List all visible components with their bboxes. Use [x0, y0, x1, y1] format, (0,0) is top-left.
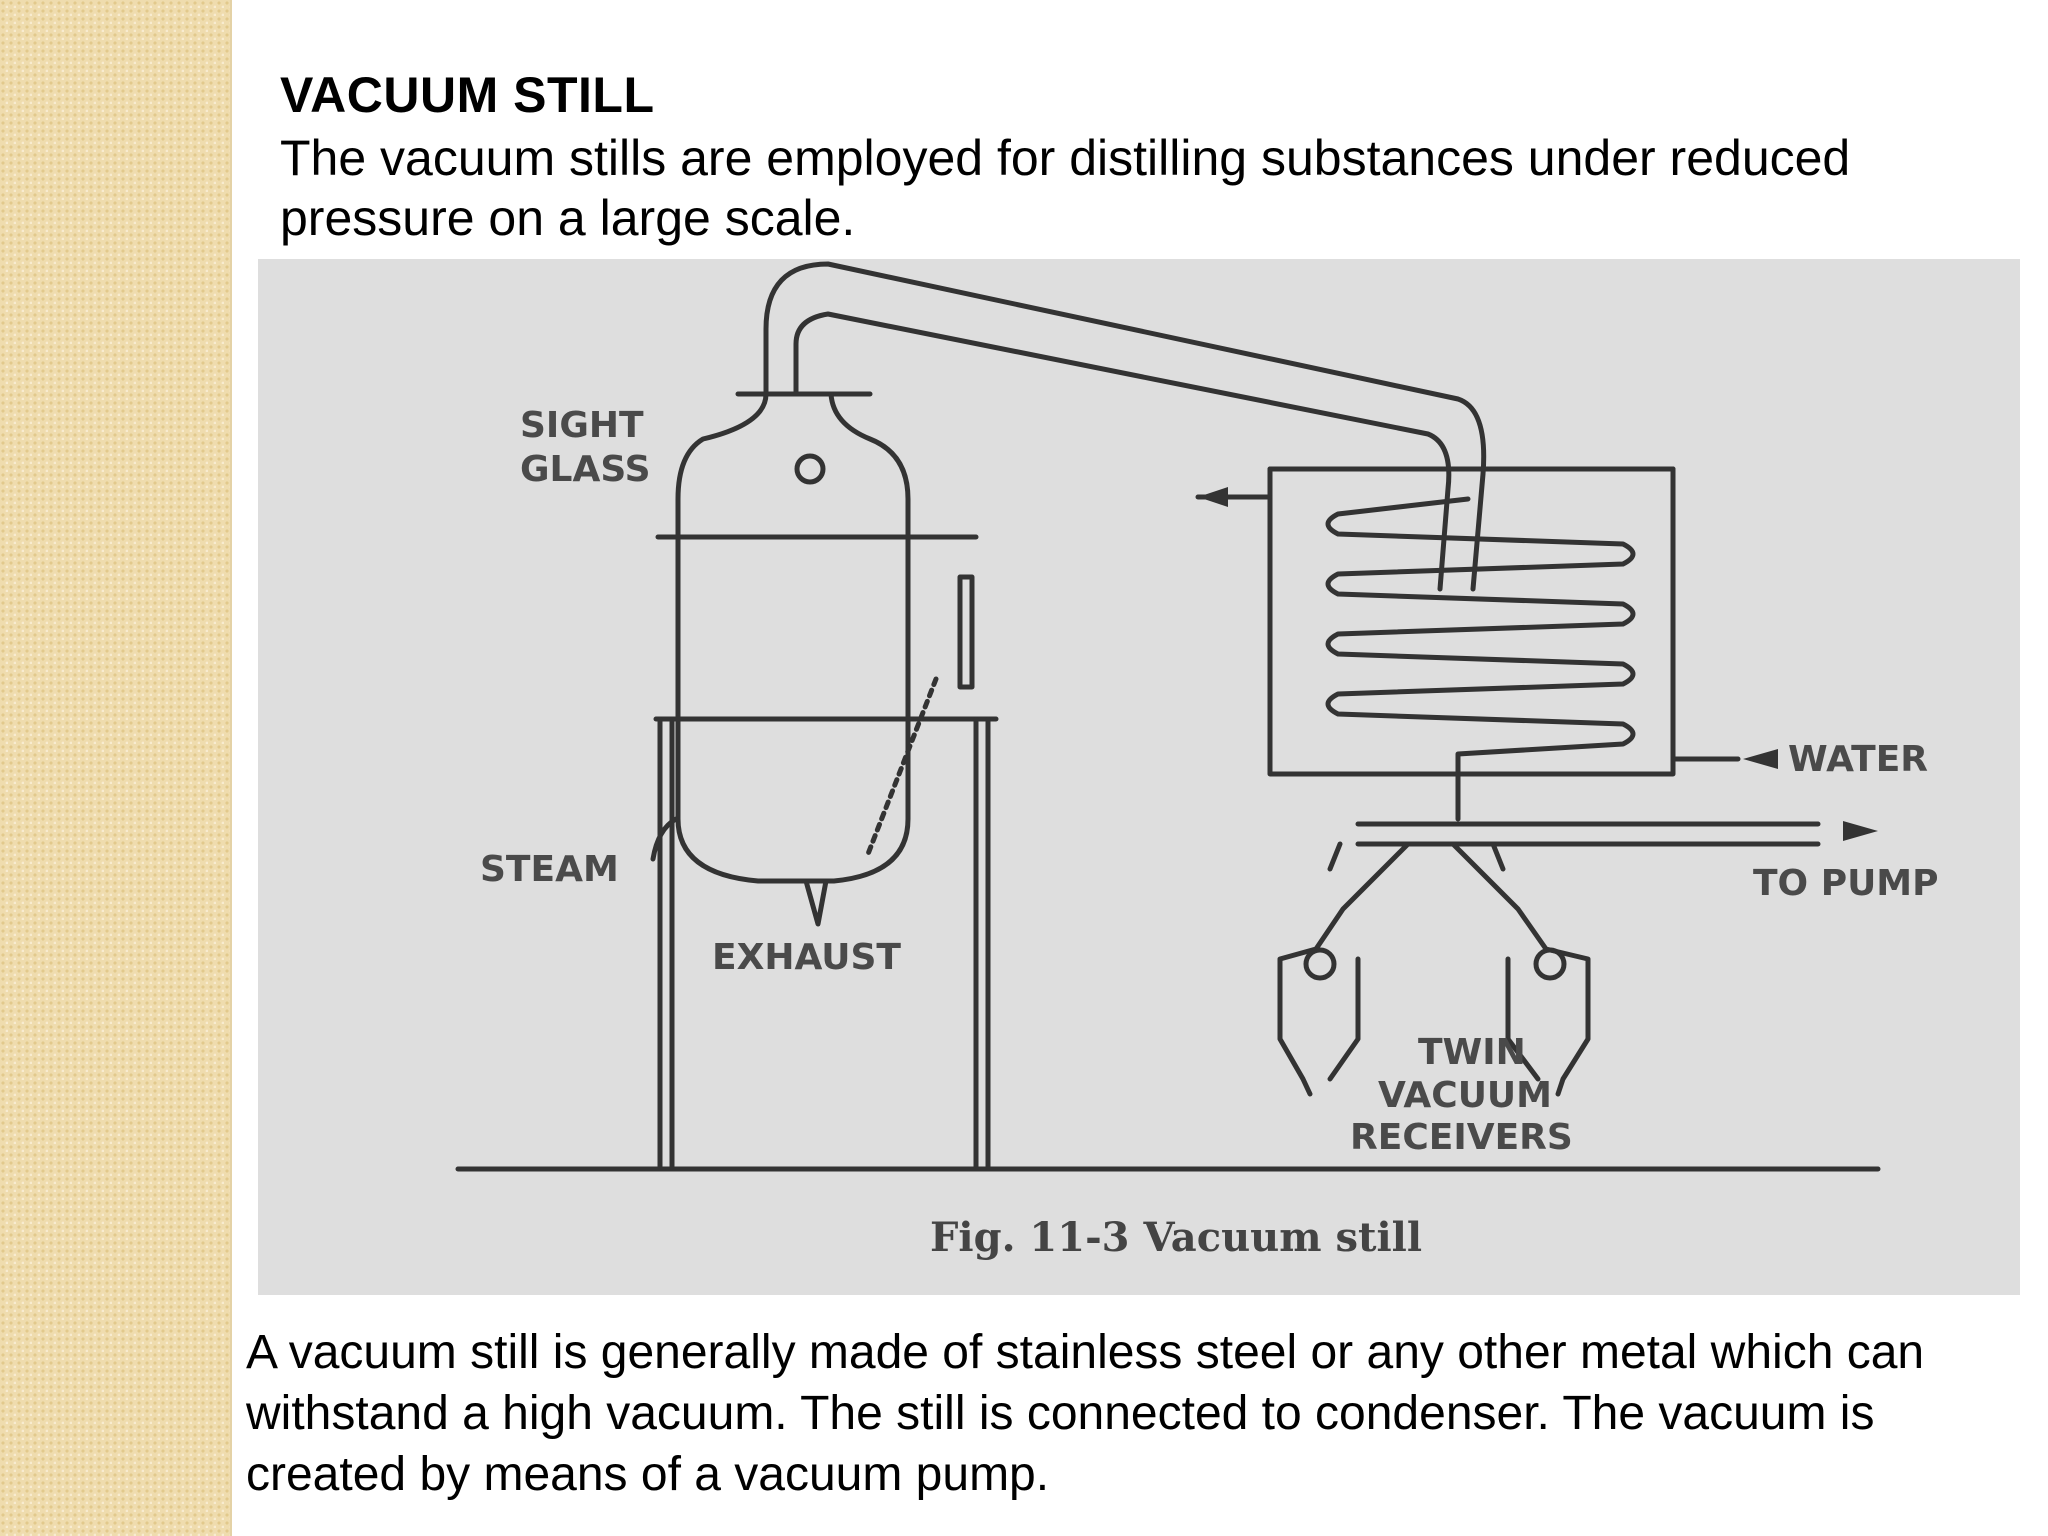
still-dome [675, 391, 911, 884]
still-side-gauge [957, 574, 975, 690]
label-to-pump: TO PUMP [1753, 863, 1939, 904]
vapor-pipe-inner [793, 311, 1452, 592]
decorative-side-strip [0, 0, 232, 1536]
receiver-right-port [1533, 947, 1567, 981]
still-bottom-outlet [803, 878, 829, 927]
vacuum-still-figure: SIGHT GLASS STEAM EXHAUST WATER TO PUMP … [258, 259, 2020, 1295]
condenser-coil [1325, 496, 1636, 822]
sight-glass-port [794, 453, 826, 485]
label-exhaust: EXHAUST [712, 937, 901, 978]
label-steam: STEAM [480, 849, 619, 890]
label-sight: SIGHT [520, 405, 644, 446]
label-water: WATER [1788, 739, 1928, 780]
receiver-left [1277, 841, 1411, 1097]
pump-arrow [1843, 821, 1878, 841]
slide-body-text: A vacuum still is generally made of stai… [246, 1326, 1925, 1501]
outlet-arrow [1198, 487, 1228, 507]
figure-caption: Fig. 11-3 Vacuum still [930, 1214, 1422, 1261]
label-receivers: RECEIVERS [1350, 1117, 1573, 1158]
vapor-pipe-outer [763, 261, 1487, 592]
slide-intro-text: The vacuum stills are employed for disti… [280, 130, 1851, 246]
water-arrow [1743, 749, 1778, 769]
label-twin: TWIN [1418, 1032, 1526, 1073]
label-glass: GLASS [520, 449, 651, 490]
still-jacket-line [865, 676, 939, 857]
receiver-left-port [1303, 947, 1337, 981]
slide-title: VACUUM STILL [280, 67, 655, 123]
vacuum-still-diagram: SIGHT GLASS STEAM EXHAUST WATER TO PUMP … [455, 261, 1939, 1261]
label-vacuum: VACUUM [1378, 1075, 1552, 1116]
receiver-right [1450, 841, 1591, 1097]
steam-inlet-pipe [650, 816, 679, 862]
condenser-tank [1267, 466, 1676, 777]
